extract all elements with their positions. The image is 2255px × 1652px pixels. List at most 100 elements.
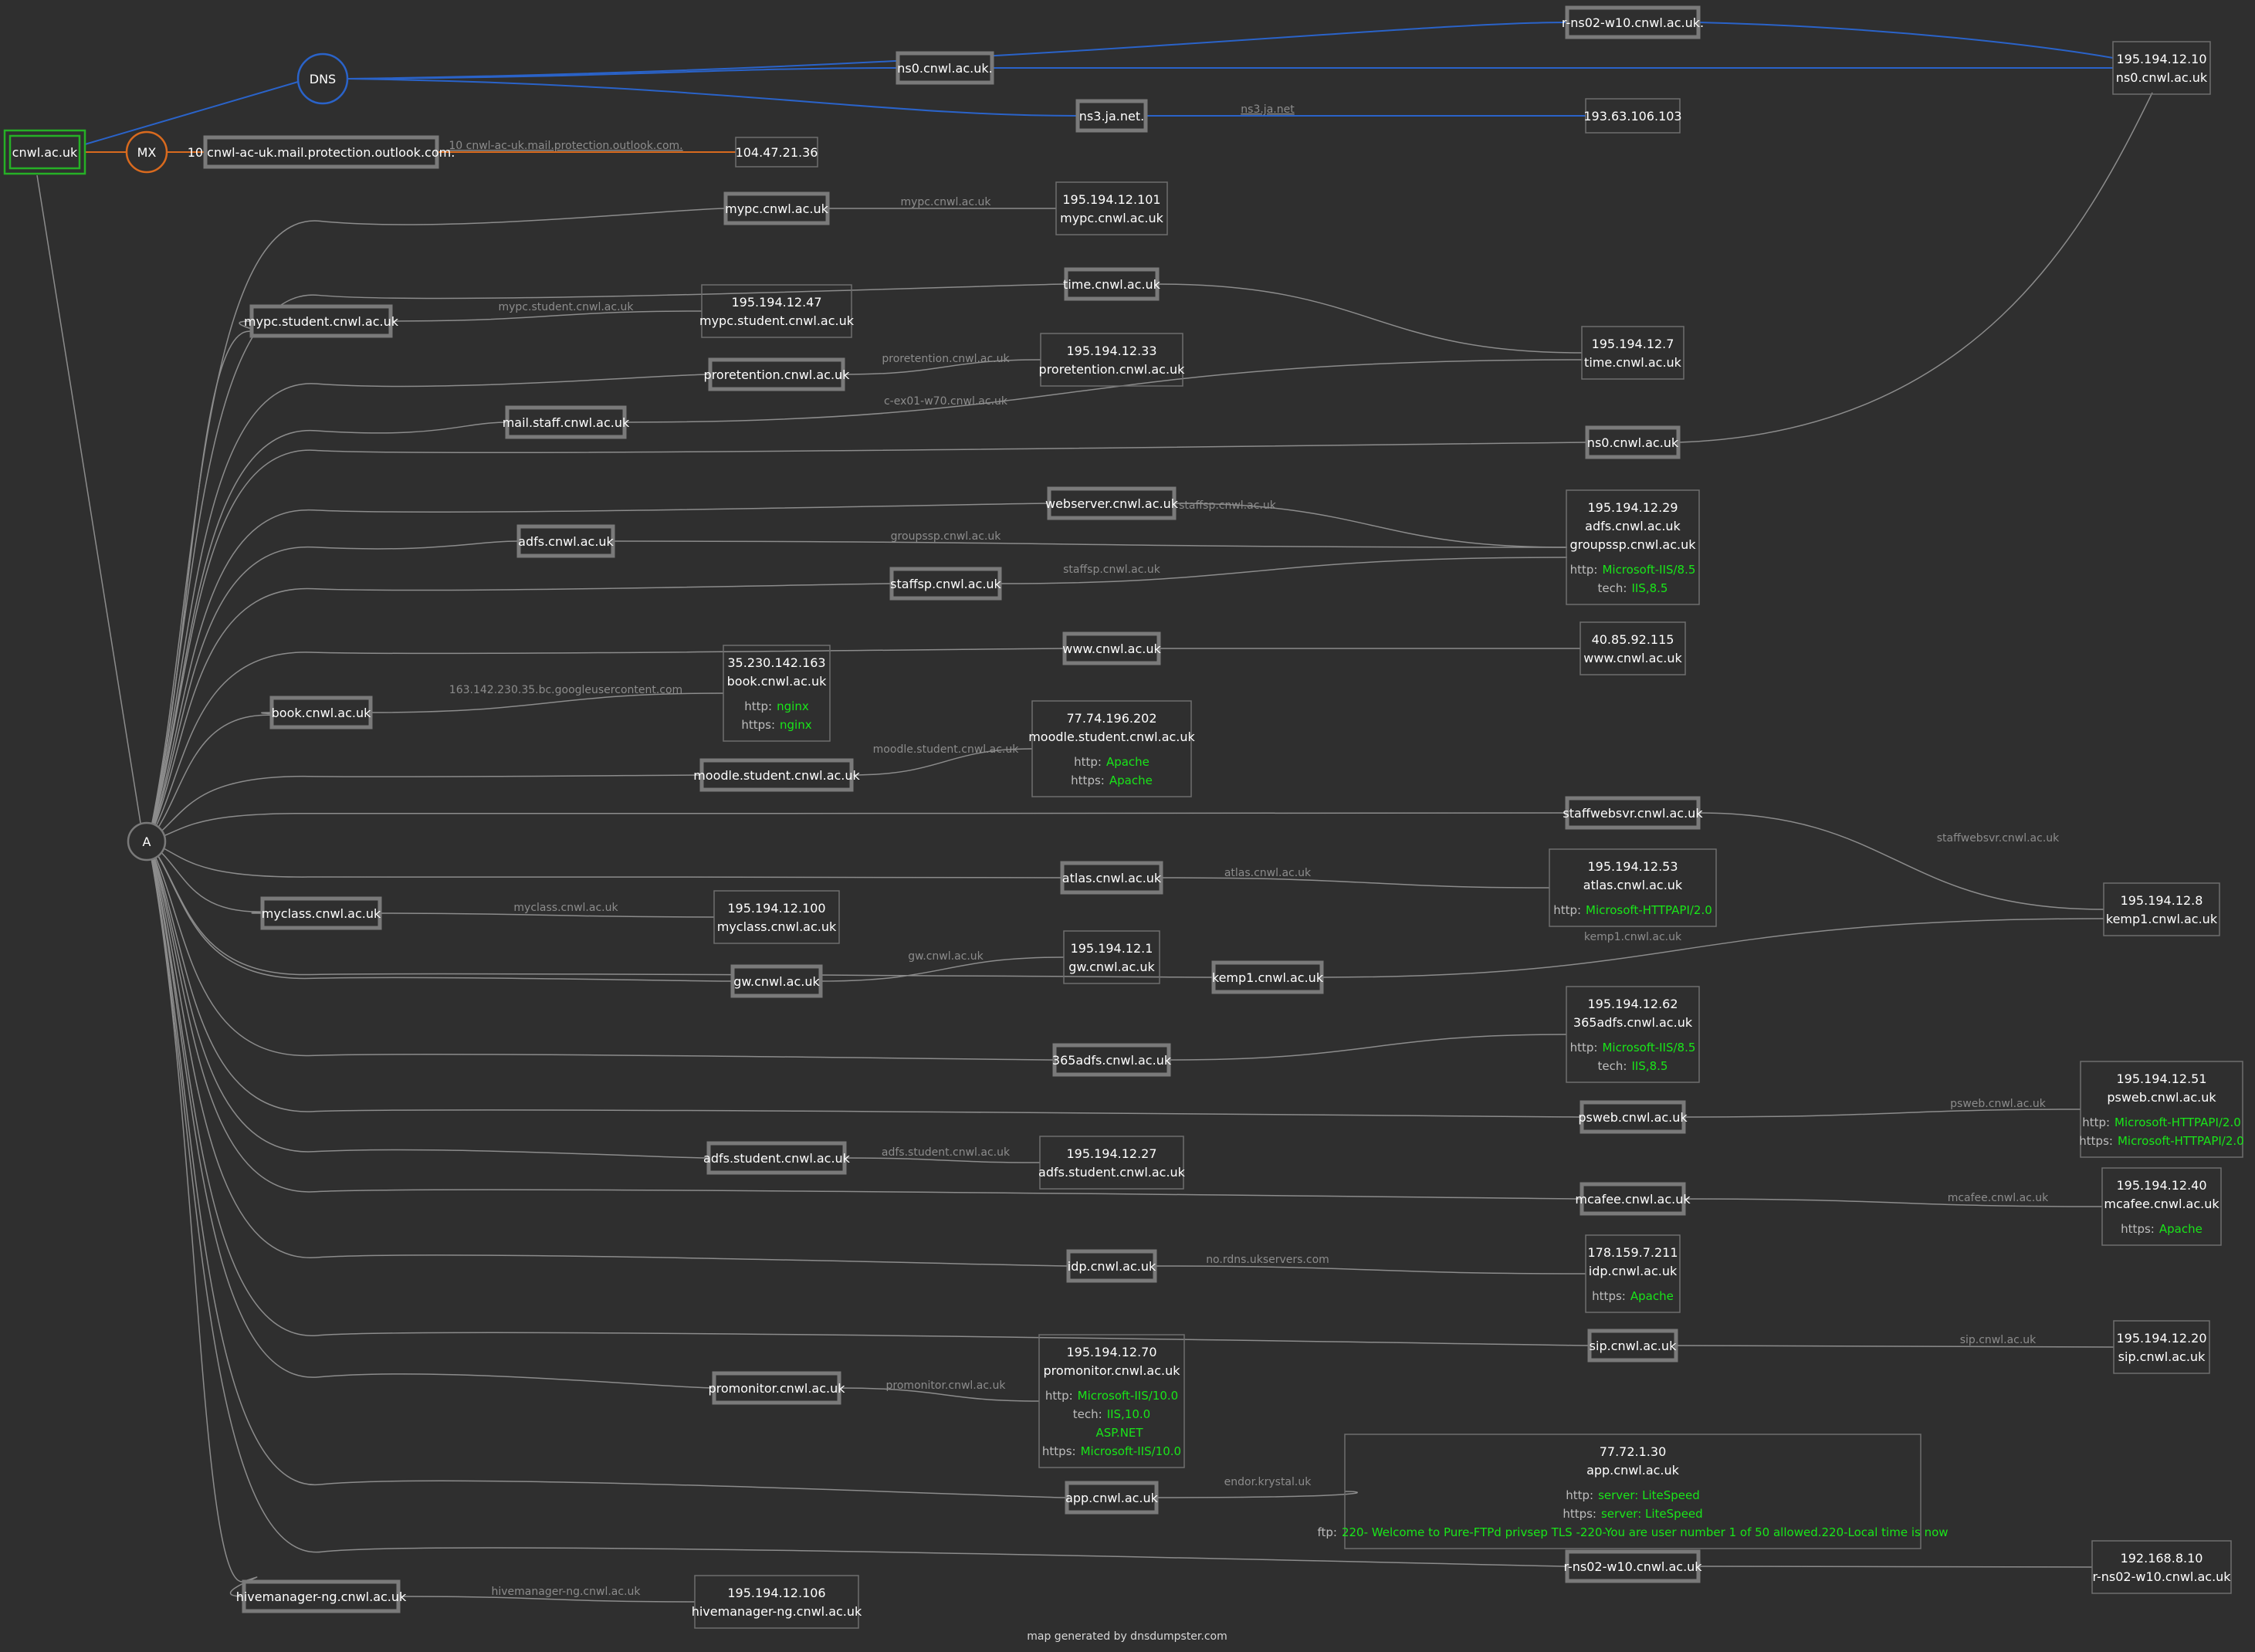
ip-mypc-cnwl-ac-uk-line-0: 195.194.12.101 (1062, 192, 1160, 207)
host-www-cnwl-ac-uk-label: www.cnwl.ac.uk (1062, 642, 1161, 656)
ip-app-cnwl-ac-uk-service-key: http: (1566, 1488, 1593, 1502)
hub-mx-label: MX (137, 145, 157, 160)
edge-root-dns (84, 81, 299, 145)
host-hivemanager-ng-cnwl-ac-uk-label: hivemanager-ng.cnwl.ac.uk (236, 1589, 407, 1604)
edge-label-ns3: ns3.ja.net (1241, 103, 1295, 116)
host-r-ns02-w10-cnwl-ac-uk-label: r-ns02-w10.cnwl.ac.uk (1563, 1559, 1702, 1574)
host-webserver-cnwl-ac-uk-label: webserver.cnwl.ac.uk (1045, 496, 1179, 511)
host-ns0-cnwl-ac-uk[interactable]: ns0.cnwl.ac.uk (1585, 425, 1681, 459)
host-atlas-cnwl-ac-uk[interactable]: atlas.cnwl.ac.uk (1060, 861, 1163, 895)
root-domain-node[interactable]: cnwl.ac.uk (3, 129, 86, 175)
ip-book-cnwl-ac-uk-line-1: book.cnwl.ac.uk (727, 674, 827, 689)
edge-ip-app-cnwl-ac-uk (1156, 1491, 1358, 1498)
host-www-cnwl-ac-uk[interactable]: www.cnwl.ac.uk (1062, 631, 1161, 665)
ip-promonitor-cnwl-ac-uk-service-1: tech:IIS,10.0 (1073, 1407, 1150, 1421)
host-hivemanager-ng-cnwl-ac-uk[interactable]: hivemanager-ng.cnwl.ac.uk (236, 1579, 407, 1613)
host-adfs-cnwl-ac-uk[interactable]: adfs.cnwl.ac.uk (516, 524, 615, 558)
ip-webserver-cnwl-ac-uk-service-value: Microsoft-IIS/8.5 (1602, 563, 1695, 577)
edge-label-idp-cnwl-ac-uk: no.rdns.ukservers.com (1206, 1254, 1329, 1266)
ip-mcafee-cnwl-ac-uk: 195.194.12.40mcafee.cnwl.ac.ukhttps:Apac… (2101, 1167, 2222, 1246)
dns-server-ns0-cnwl-ac-uk[interactable]: ns0.cnwl.ac.uk. (896, 51, 994, 85)
host-idp-cnwl-ac-uk[interactable]: idp.cnwl.ac.uk (1066, 1249, 1157, 1283)
ip-book-cnwl-ac-uk-service-value: nginx (777, 699, 809, 713)
host-book-cnwl-ac-uk[interactable]: book.cnwl.ac.uk (269, 696, 373, 730)
host-myclass-cnwl-ac-uk[interactable]: myclass.cnwl.ac.uk (260, 896, 382, 930)
edge-a-365adfs-cnwl-ac-uk (147, 841, 1055, 1061)
ip-app-cnwl-ac-uk-service-1: https:server: LiteSpeed (1563, 1507, 1702, 1521)
hub-mx[interactable]: MX (125, 130, 168, 174)
dns-ip-1-line-0: 193.63.106.103 (1583, 109, 1681, 124)
edge-label-mail-staff-cnwl-ac-uk: c-ex01-w70.cnwl.ac.uk (884, 395, 1008, 408)
edge-a-mcafee-cnwl-ac-uk (147, 841, 1583, 1200)
ip-psweb-cnwl-ac-uk-service-key: http: (2082, 1115, 2110, 1129)
host-mcafee-cnwl-ac-uk[interactable]: mcafee.cnwl.ac.uk (1575, 1182, 1691, 1216)
mx-record-node[interactable]: 10 cnwl-ac-uk.mail.protection.outlook.co… (188, 135, 455, 169)
ip-idp-cnwl-ac-uk-service-value: Apache (1630, 1289, 1674, 1303)
edge-ip-365adfs-cnwl-ac-uk (1168, 1034, 1567, 1061)
edge-a-promonitor-cnwl-ac-uk (147, 841, 715, 1389)
host-app-cnwl-ac-uk[interactable]: app.cnwl.ac.uk (1065, 1481, 1159, 1515)
edge-a-proretention-cnwl-ac-uk (147, 374, 711, 842)
edge-root-a (36, 174, 141, 824)
ip-mcafee-cnwl-ac-uk-service-value: Apache (2159, 1222, 2203, 1236)
host-mypc-cnwl-ac-uk[interactable]: mypc.cnwl.ac.uk (723, 191, 830, 225)
host-staffwebsvr-cnwl-ac-uk[interactable]: staffwebsvr.cnwl.ac.uk (1563, 796, 1703, 830)
ip-time-cnwl-ac-uk-line-0: 195.194.12.7 (1592, 337, 1674, 351)
host-365adfs-cnwl-ac-uk[interactable]: 365adfs.cnwl.ac.uk (1052, 1043, 1172, 1077)
host-gw-cnwl-ac-uk[interactable]: gw.cnwl.ac.uk (730, 964, 823, 998)
edge-ip-book-cnwl-ac-uk (370, 692, 724, 713)
hub-dns[interactable]: DNS (296, 52, 349, 105)
ip-moodle-student-cnwl-ac-uk-service-key: http: (1074, 755, 1102, 769)
ip-365adfs-cnwl-ac-uk-line-1: 365adfs.cnwl.ac.uk (1573, 1015, 1693, 1030)
host-kemp1-cnwl-ac-uk[interactable]: kemp1.cnwl.ac.uk (1211, 960, 1324, 994)
host-adfs-student-cnwl-ac-uk[interactable]: adfs.student.cnwl.ac.uk (703, 1141, 851, 1175)
ip-book-cnwl-ac-uk-service-0: http:nginx (744, 699, 809, 713)
host-r-ns02-w10-cnwl-ac-uk[interactable]: r-ns02-w10.cnwl.ac.uk (1563, 1549, 1702, 1583)
host-promonitor-cnwl-ac-uk[interactable]: promonitor.cnwl.ac.uk (708, 1371, 845, 1405)
edge-ip-staffwebsvr-cnwl-ac-uk (1698, 812, 2104, 910)
host-proretention-cnwl-ac-uk[interactable]: proretention.cnwl.ac.uk (704, 357, 851, 391)
dns-server-ns3-ja-net[interactable]: ns3.ja.net. (1075, 99, 1148, 133)
ip-psweb-cnwl-ac-uk-line-1: psweb.cnwl.ac.uk (2107, 1090, 2216, 1105)
edge-ip-idp-cnwl-ac-uk (1154, 1265, 1586, 1275)
host-sip-cnwl-ac-uk[interactable]: sip.cnwl.ac.uk (1587, 1329, 1678, 1363)
ip-365adfs-cnwl-ac-uk-service-0: http:Microsoft-IIS/8.5 (1570, 1041, 1696, 1055)
ip-atlas-cnwl-ac-uk-line-1: atlas.cnwl.ac.uk (1583, 878, 1683, 892)
ip-moodle-student-cnwl-ac-uk-service-1: https:Apache (1071, 774, 1153, 787)
hub-a[interactable]: A (127, 821, 167, 862)
host-mypc-student-cnwl-ac-uk[interactable]: mypc.student.cnwl.ac.uk (244, 304, 399, 338)
dns-server-r-ns02-w10-cnwl-ac-uk[interactable]: r-ns02-w10.cnwl.ac.uk. (1562, 5, 1704, 39)
host-webserver-cnwl-ac-uk[interactable]: webserver.cnwl.ac.uk (1045, 486, 1179, 520)
edge-a-psweb-cnwl-ac-uk (147, 841, 1583, 1118)
ip-hivemanager-ng-cnwl-ac-uk-line-1: hivemanager-ng.cnwl.ac.uk (692, 1604, 862, 1619)
edge-a-adfs-student-cnwl-ac-uk (147, 841, 709, 1159)
host-mcafee-cnwl-ac-uk-label: mcafee.cnwl.ac.uk (1575, 1192, 1691, 1207)
host-time-cnwl-ac-uk[interactable]: time.cnwl.ac.uk (1063, 267, 1161, 301)
host-mail-staff-cnwl-ac-uk[interactable]: mail.staff.cnwl.ac.uk (503, 405, 630, 439)
host-staffsp-cnwl-ac-uk[interactable]: staffsp.cnwl.ac.uk (889, 567, 1002, 601)
edge-a-app-cnwl-ac-uk (147, 841, 1068, 1498)
host-moodle-student-cnwl-ac-uk[interactable]: moodle.student.cnwl.ac.uk (693, 758, 861, 792)
edge-label-staffsp-cnwl-ac-uk: staffsp.cnwl.ac.uk (1063, 564, 1161, 576)
ip-app-cnwl-ac-uk-service-key: ftp: (1317, 1525, 1336, 1539)
ip-r-ns02-w10-cnwl-ac-uk-line-1: r-ns02-w10.cnwl.ac.uk (2092, 1569, 2231, 1584)
host-psweb-cnwl-ac-uk[interactable]: psweb.cnwl.ac.uk (1578, 1100, 1688, 1134)
ip-atlas-cnwl-ac-uk-service-key: http: (1553, 903, 1581, 917)
edge-ip-gw-cnwl-ac-uk (820, 956, 1065, 982)
edge-ip-mypc-student-cnwl-ac-uk (390, 310, 703, 322)
edge-label-adfs-cnwl-ac-uk: groupssp.cnwl.ac.uk (891, 530, 1002, 543)
ip-promonitor-cnwl-ac-uk-service-key: http: (1045, 1389, 1073, 1403)
ip-webserver-cnwl-ac-uk-service-1: tech:IIS,8.5 (1598, 581, 1668, 595)
ip-365adfs-cnwl-ac-uk-service-value: IIS,8.5 (1631, 1059, 1668, 1073)
edge-label-atlas-cnwl-ac-uk: atlas.cnwl.ac.uk (1224, 867, 1312, 879)
edge-ip-mcafee-cnwl-ac-uk (1683, 1198, 2103, 1207)
ip-app-cnwl-ac-uk-service-value: 220- Welcome to Pure-FTPd privsep TLS -2… (1342, 1525, 1949, 1539)
edge-ip-moodle-student-cnwl-ac-uk (851, 748, 1033, 776)
edge-a-staffsp-cnwl-ac-uk (147, 583, 892, 842)
